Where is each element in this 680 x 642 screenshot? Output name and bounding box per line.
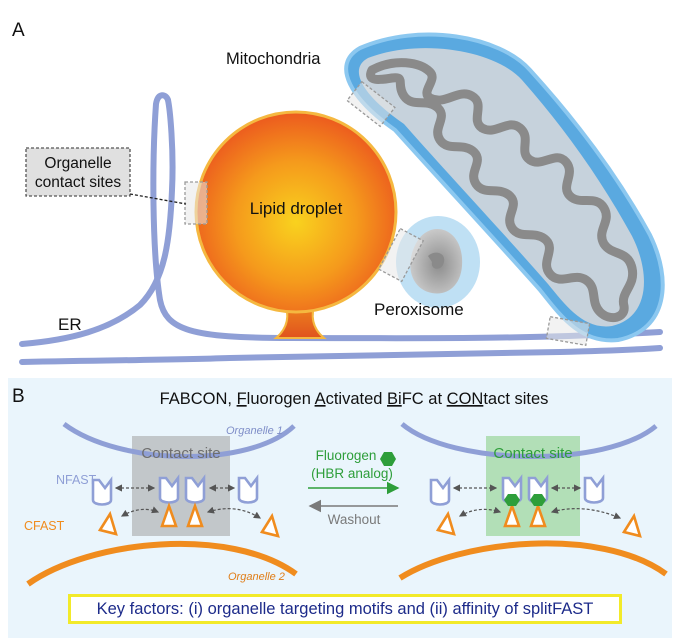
hbr-analog-label: (HBR analog) <box>311 466 393 481</box>
contact-sites-label-line2: contact sites <box>35 174 121 191</box>
cfast-label: CFAST <box>24 519 65 533</box>
diffusion-arrows-right <box>452 484 622 520</box>
washout-label: Washout <box>328 512 381 527</box>
title-part: tact sites <box>483 390 548 408</box>
contact-sites-label-line1: Organelle <box>44 155 111 172</box>
panel-b-letter: B <box>12 386 25 407</box>
diffusion-arrows-left <box>114 484 262 519</box>
title-part-underlined: A <box>315 390 326 408</box>
er-label: ER <box>58 315 82 334</box>
lipid-droplet <box>194 110 398 339</box>
key-factors-text: Key factors: (i) organelle targeting mot… <box>96 599 594 618</box>
organelle1-membrane-left <box>62 421 296 459</box>
title-part-underlined: Bi <box>387 390 402 408</box>
peroxisome-label: Peroxisome <box>374 300 464 319</box>
contact-site-boxes <box>184 80 591 347</box>
contact-site-label-right: Contact site <box>493 445 572 462</box>
organelle1-membrane-right <box>400 422 658 459</box>
lipid-droplet-label: Lipid droplet <box>250 199 343 218</box>
mitochondria-label: Mitochondria <box>226 50 321 68</box>
er-membrane <box>19 92 663 365</box>
title-part: ctivated <box>326 390 387 408</box>
cfast-proteins-left <box>97 502 280 538</box>
scene-right: Contact site <box>398 422 668 581</box>
nfast-label: NFAST <box>56 473 97 487</box>
panel-a: Organelle contact sites A Mitochondria L… <box>12 20 665 365</box>
contact-sites-callout: Organelle contact sites <box>25 147 187 205</box>
title-part: FC at <box>402 390 447 408</box>
title-part: FABCON, <box>160 390 237 408</box>
peroxisome <box>396 216 480 308</box>
callout-leader-line <box>129 193 187 205</box>
transition-arrows: Fluorogen (HBR analog) Washout <box>308 448 400 527</box>
scene-left: Contact site Organelle 1 Organelle 2 NFA… <box>24 421 298 587</box>
contact-site-label-left: Contact site <box>141 445 220 462</box>
organelle2-membrane-right <box>398 540 668 581</box>
organelle2-membrane-left <box>26 540 298 587</box>
nfast-proteins-left <box>91 474 259 506</box>
fluorogen-label: Fluorogen <box>316 448 377 463</box>
title-part-underlined: CON <box>447 390 484 408</box>
fluorogen-hexagon-icon <box>380 452 396 466</box>
mitochondria <box>344 32 665 343</box>
key-factors-box: Key factors: (i) organelle targeting mot… <box>68 594 622 624</box>
cfast-proteins-right <box>435 502 642 538</box>
panel-a-letter: A <box>12 20 25 41</box>
panel-b-title: FABCON, Fluorogen Activated BiFC at CONt… <box>160 390 549 408</box>
title-part-underlined: F <box>237 390 247 408</box>
organelle2-label: Organelle 2 <box>228 571 285 583</box>
title-part: luorogen <box>247 390 315 408</box>
bound-fluorogen-icons <box>504 494 546 506</box>
organelle1-label: Organelle 1 <box>226 425 283 437</box>
